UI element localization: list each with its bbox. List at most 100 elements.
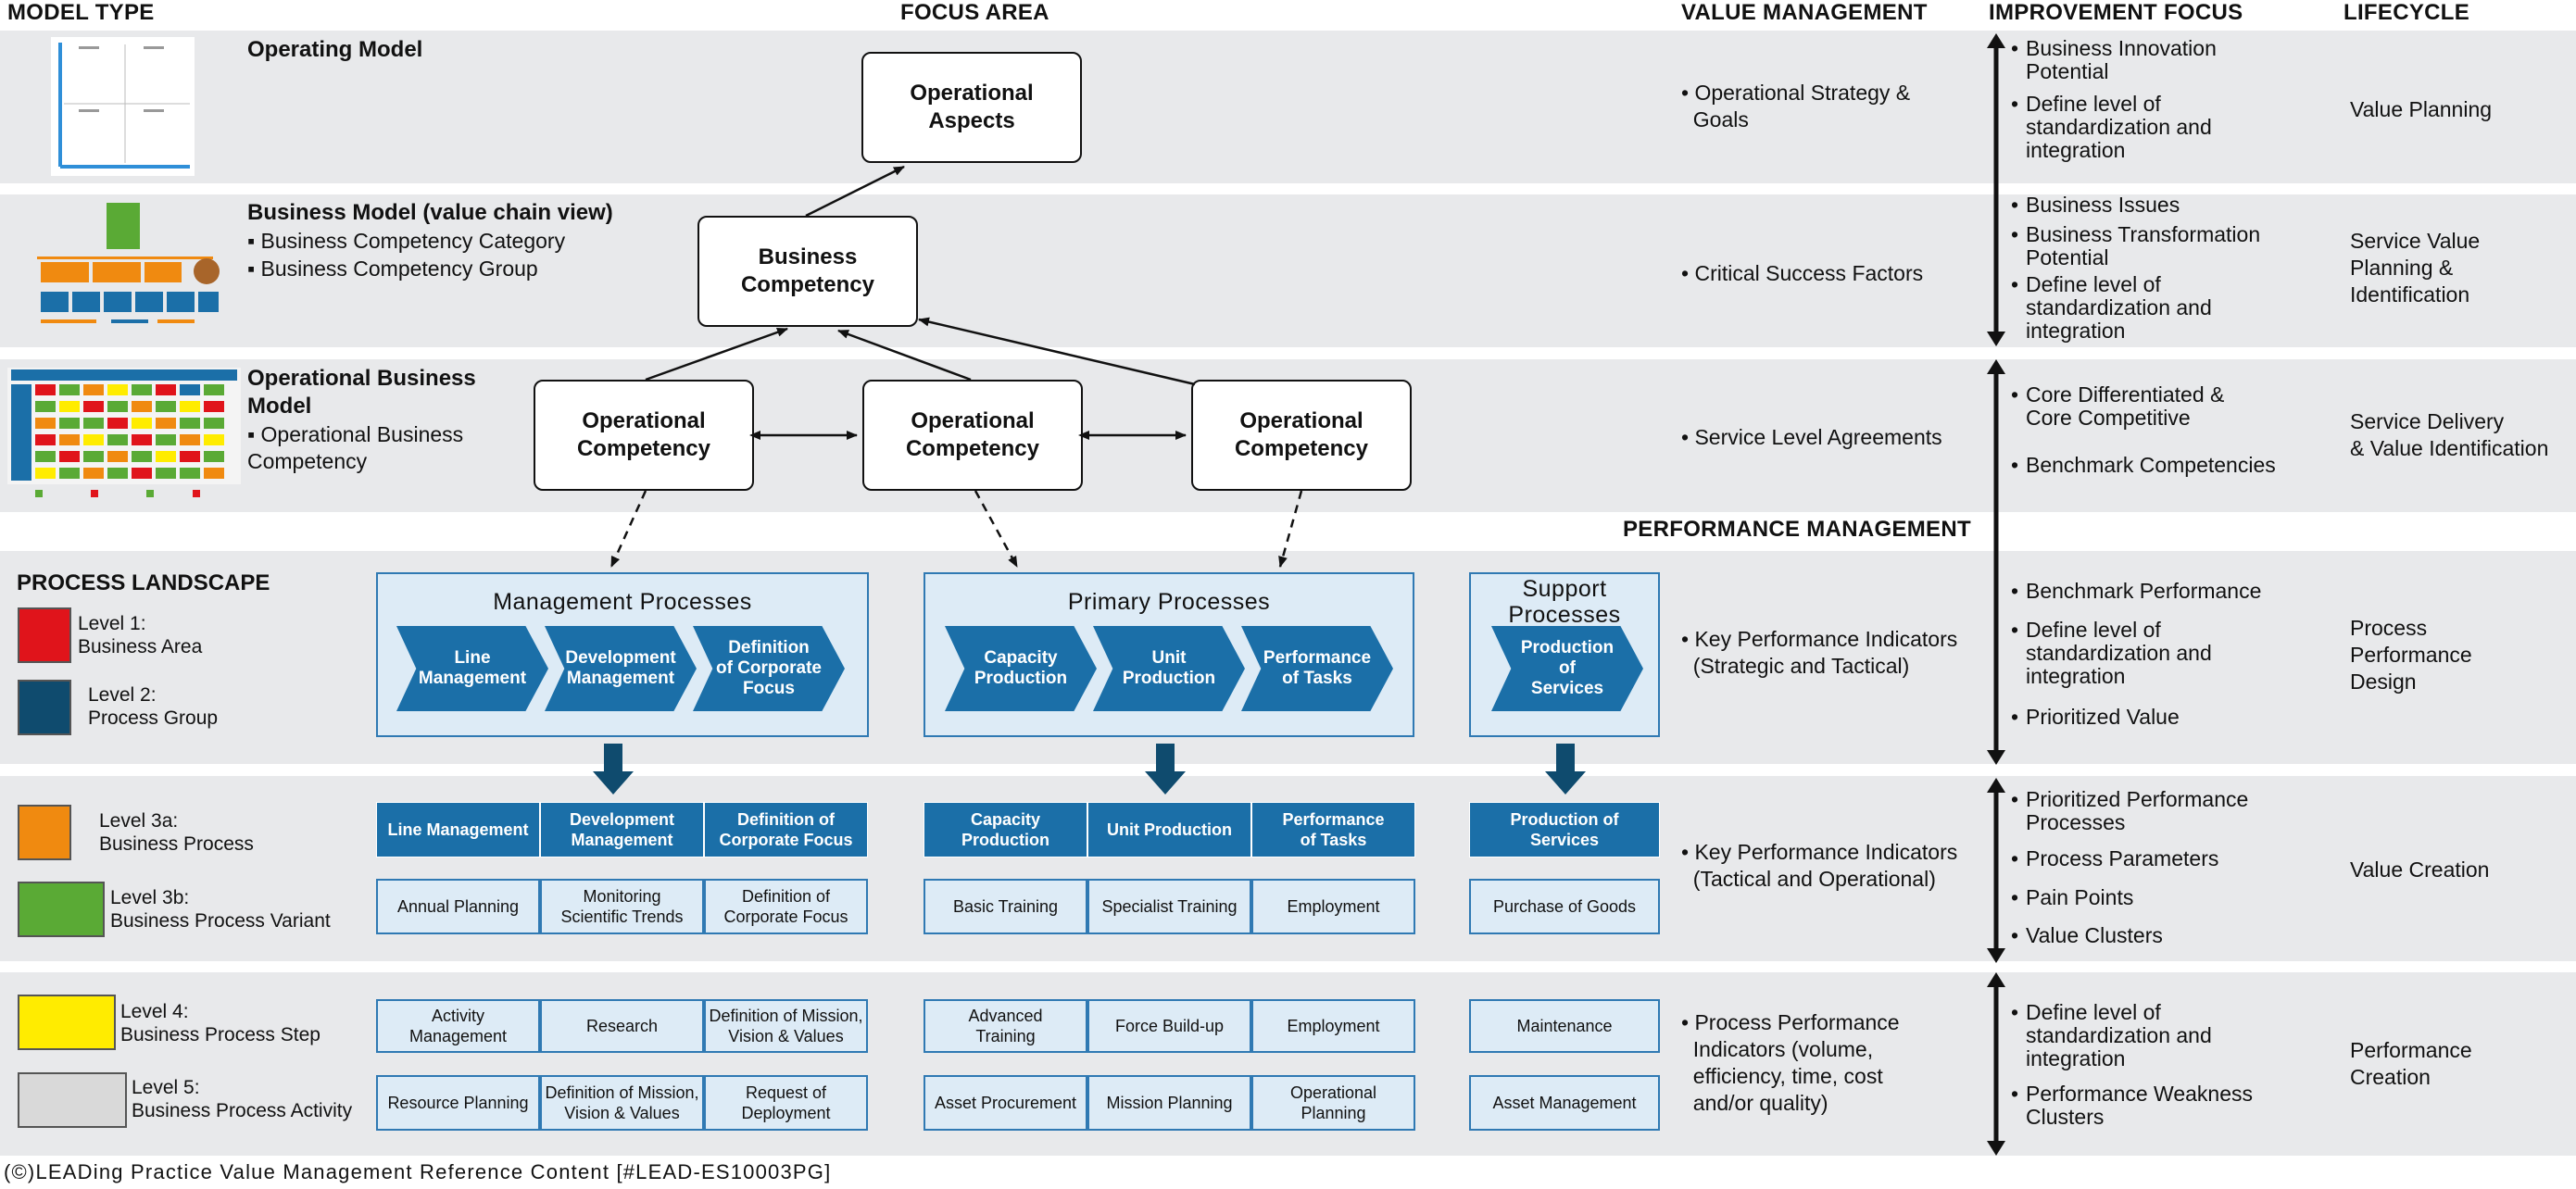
management-processes-title: Management Processes	[493, 589, 752, 615]
process-cell-l5: Mission Planning	[1087, 1075, 1251, 1131]
process-cell-l4: Force Build-up	[1087, 999, 1251, 1053]
competency-map-icon	[7, 368, 241, 497]
footer-copyright: (©)LEADing Practice Value Management Ref…	[4, 1160, 832, 1183]
level-5-swatch	[18, 1072, 127, 1128]
improvement-business-issues: Business Issues	[2011, 194, 2180, 218]
header-lifecycle: LIFECYCLE	[2344, 0, 2470, 25]
level-2-swatch	[18, 680, 71, 735]
lifecycle-service-delivery: Service Delivery& Value Identification	[2350, 409, 2549, 460]
value-mgmt-kpi-strategic: • Key Performance Indicators (Strategic …	[1681, 627, 1958, 678]
process-cell-l5: Asset Management	[1469, 1075, 1660, 1131]
level-4-label: Level 4:Business Process Step	[120, 1001, 320, 1045]
primary-processes-title: Primary Processes	[1067, 589, 1271, 615]
process-cell-l3b: Specialist Training	[1087, 879, 1251, 934]
level-4-swatch	[18, 995, 116, 1050]
level-1-label: Level 1:Business Area	[78, 613, 203, 657]
business-competency-box: Business Competency	[697, 216, 918, 327]
operating-model-title: Operating Model	[247, 37, 423, 62]
value-mgmt-service-level-agreements: • Service Level Agreements	[1681, 425, 1942, 449]
operational-competency-box-3: Operational Competency	[1191, 380, 1412, 491]
level-1-swatch	[18, 607, 71, 663]
process-cell-l4: Maintenance	[1469, 999, 1660, 1053]
improvement-benchmark-performance: Benchmark Performance	[2011, 580, 2261, 604]
value-mgmt-operational-strategy: • Operational Strategy & Goals	[1681, 81, 1911, 131]
operational-competency-box-1: Operational Competency	[534, 380, 754, 491]
lifecycle-value-creation: Value Creation	[2350, 857, 2490, 882]
business-model-thumbnail	[28, 199, 222, 340]
level-3a-label: Level 3a:Business Process	[99, 810, 254, 855]
level-5-label: Level 5:Business Process Activity	[132, 1077, 353, 1121]
process-cell-l3a: Unit Production	[1087, 802, 1251, 857]
level-3a-swatch	[18, 805, 71, 860]
process-cell-l5: Asset Procurement	[924, 1075, 1087, 1131]
operating-model-thumbnail	[51, 37, 195, 176]
header-model-type: MODEL TYPE	[7, 0, 155, 25]
process-cell-l3b: Purchase of Goods	[1469, 879, 1660, 934]
process-landscape-title: PROCESS LANDSCAPE	[17, 570, 270, 595]
value-chain-icon	[37, 203, 220, 323]
operational-business-model-title: Operational Business Model	[247, 366, 476, 419]
quadrant-chart-icon	[58, 43, 190, 169]
level-3b-swatch	[18, 882, 105, 937]
improvement-process-parameters: Process Parameters	[2011, 847, 2218, 871]
lifecycle-value-planning: Value Planning	[2350, 97, 2493, 121]
header-value-management: VALUE MANAGEMENT	[1681, 0, 1928, 25]
business-model-item-1: ▪ Business Competency Category	[247, 229, 566, 253]
improvement-pain-points: Pain Points	[2011, 886, 2133, 910]
process-cell-l3b: Basic Training	[924, 879, 1087, 934]
header-focus-area: FOCUS AREA	[900, 0, 1049, 25]
header-performance-management: PERFORMANCE MANAGEMENT	[1623, 517, 1971, 542]
operational-competency-box-2: Operational Competency	[862, 380, 1083, 491]
operational-aspects-box: Operational Aspects	[861, 52, 1082, 163]
process-cell-l3b: Annual Planning	[376, 879, 540, 934]
process-cell-l4: Employment	[1251, 999, 1415, 1053]
operational-business-model-item-1: ▪ Operational Business Competency	[247, 422, 464, 473]
operational-business-model-thumbnail	[7, 366, 241, 503]
business-model-item-2: ▪ Business Competency Group	[247, 257, 538, 281]
process-cell-l5: Definition of Mission,Vision & Values	[540, 1075, 704, 1131]
improvement-core-differentiated: Core Differentiated &Core Competitive	[2011, 383, 2224, 430]
level-3b-label: Level 3b:Business Process Variant	[110, 887, 331, 932]
improvement-prioritized-value: Prioritized Value	[2011, 706, 2180, 730]
process-cell-l3a: Line Management	[376, 802, 540, 857]
improvement-value-clusters: Value Clusters	[2011, 924, 2163, 948]
improvement-benchmark-competencies: Benchmark Competencies	[2011, 454, 2276, 478]
process-cell-l4: Definition of Mission,Vision & Values	[704, 999, 868, 1053]
process-cell-l4: Research	[540, 999, 704, 1053]
process-cell-l5: Resource Planning	[376, 1075, 540, 1131]
value-mgmt-critical-success-factors: • Critical Success Factors	[1681, 261, 1924, 285]
value-mgmt-kpi-tactical: • Key Performance Indicators (Tactical a…	[1681, 840, 1958, 891]
value-mgmt-process-performance-indicators: • Process Performance Indicators (volume…	[1681, 1010, 1900, 1115]
process-cell-l3b: Employment	[1251, 879, 1415, 934]
header-improvement-focus: IMPROVEMENT FOCUS	[1989, 0, 2243, 25]
